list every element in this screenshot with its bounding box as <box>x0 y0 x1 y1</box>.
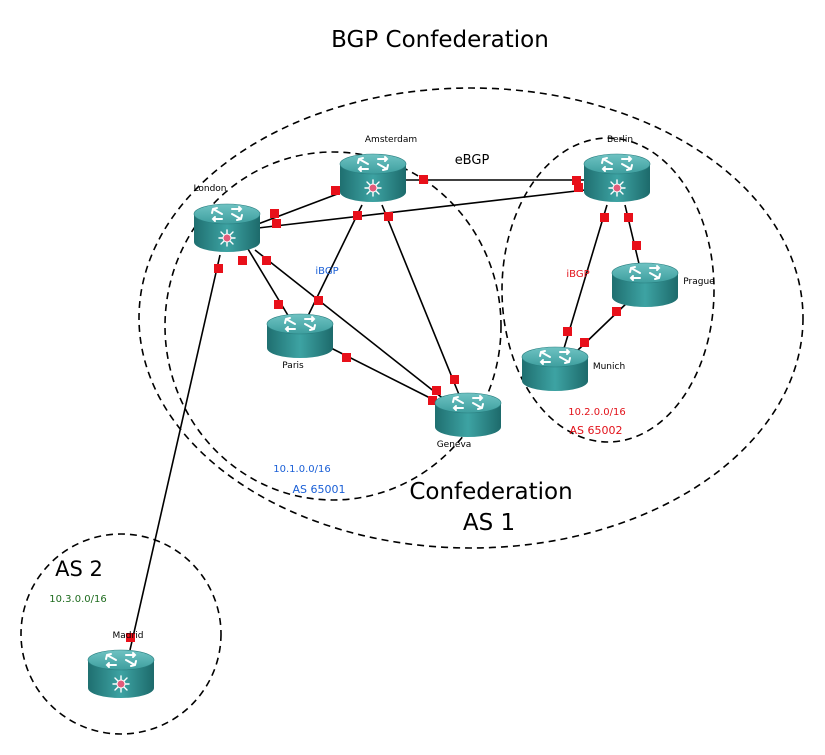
link-amsterdam-paris <box>304 204 363 323</box>
as-65002-boundary <box>501 137 715 443</box>
confederation-boundary <box>138 87 804 549</box>
port-marker <box>314 296 323 305</box>
port-marker <box>126 633 135 642</box>
router-icon <box>521 346 589 392</box>
as65001-label: AS 65001 <box>293 483 346 496</box>
ibgp-label-as65002: iBGP <box>566 269 589 280</box>
port-marker <box>632 241 641 250</box>
router-label-london: London <box>194 184 227 194</box>
port-marker <box>214 264 223 273</box>
router-icon <box>611 262 679 308</box>
as65002-prefix: 10.2.0.0/16 <box>568 407 625 418</box>
port-marker <box>563 327 572 336</box>
router-label-munich: Munich <box>593 362 625 372</box>
port-marker <box>600 213 609 222</box>
port-marker <box>238 256 247 265</box>
port-marker <box>353 211 362 220</box>
links <box>129 179 641 651</box>
link-london-berlin <box>257 189 586 229</box>
layer3-switch-icon <box>583 153 651 203</box>
as65002-label: AS 65002 <box>570 424 623 437</box>
port-marker <box>331 186 340 195</box>
as-2-boundary <box>20 533 222 735</box>
port-marker <box>272 219 281 228</box>
port-marker <box>432 386 441 395</box>
router-paris[interactable] <box>266 313 334 359</box>
port-marker <box>574 183 583 192</box>
router-geneva[interactable] <box>434 392 502 438</box>
port-marker <box>342 353 351 362</box>
port-marker <box>274 300 283 309</box>
link-london-paris <box>244 243 293 323</box>
port-marker <box>612 307 621 316</box>
diagram-title: BGP Confederation <box>331 27 549 53</box>
ebgp-label: eBGP <box>455 153 490 168</box>
router-label-madrid: Madrid <box>113 631 144 641</box>
port-marker <box>428 396 437 405</box>
router-amsterdam[interactable] <box>339 153 407 203</box>
confederation-as-label: AS 1 <box>463 510 515 536</box>
port-marker <box>262 256 271 265</box>
router-icon <box>266 313 334 359</box>
router-label-berlin: Berlin <box>607 135 633 145</box>
router-london[interactable] <box>193 203 261 253</box>
router-label-prague: Prague <box>683 277 715 287</box>
port-marker <box>419 175 428 184</box>
as65001-prefix: 10.1.0.0/16 <box>273 464 330 475</box>
as2-prefix: 10.3.0.0/16 <box>49 594 106 605</box>
layer3-switch-icon <box>193 203 261 253</box>
link-london-amsterdam <box>257 192 341 225</box>
link-london-madrid <box>129 254 221 651</box>
router-label-geneva: Geneva <box>437 440 472 450</box>
as2-label: AS 2 <box>55 557 103 581</box>
port-marker <box>450 375 459 384</box>
link-amsterdam-geneva <box>381 204 461 398</box>
router-label-paris: Paris <box>282 361 304 371</box>
ibgp-label-as65001: iBGP <box>315 266 338 277</box>
router-prague[interactable] <box>611 262 679 308</box>
router-madrid[interactable] <box>87 649 155 699</box>
router-label-amsterdam: Amsterdam <box>365 135 417 145</box>
router-berlin[interactable] <box>583 153 651 203</box>
port-marker <box>384 212 393 221</box>
port-marker <box>624 213 633 222</box>
as-65001-boundary <box>164 151 502 501</box>
router-icon <box>434 392 502 438</box>
router-munich[interactable] <box>521 346 589 392</box>
confederation-label: Confederation <box>409 479 572 505</box>
port-marker <box>270 209 279 218</box>
port-marker <box>572 176 581 185</box>
link-london-geneva <box>254 249 446 401</box>
port-marker <box>580 338 589 347</box>
layer3-switch-icon <box>339 153 407 203</box>
port-markers <box>126 175 641 642</box>
layer3-switch-icon <box>87 649 155 699</box>
